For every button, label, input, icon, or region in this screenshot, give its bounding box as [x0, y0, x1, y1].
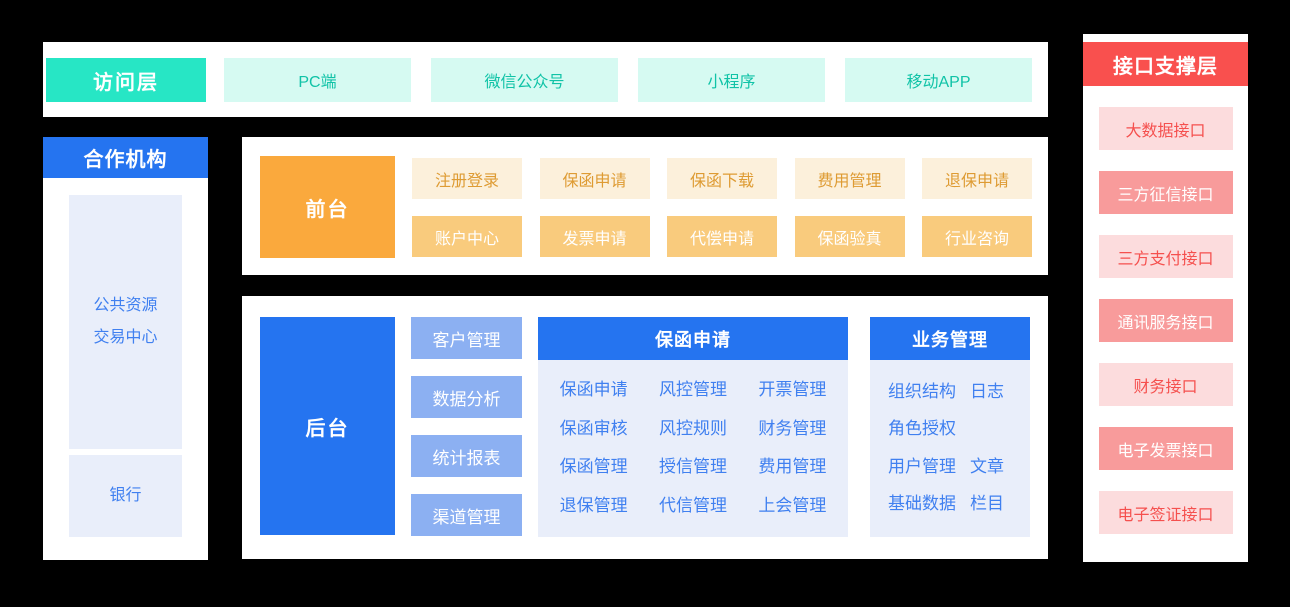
- business-management-panel: 业务管理 组织结构 日志 角色授权 用户管理 文章 基础数据: [870, 317, 1030, 537]
- business-management-panel-body: 组织结构 日志 角色授权 用户管理 文章 基础数据 栏目: [870, 360, 1030, 537]
- backend-side-column: 客户管理 数据分析 统计报表 渠道管理: [411, 317, 522, 536]
- guarantee-panel-item: 保函管理: [559, 457, 628, 477]
- interface-layer-title: 接口支撑层: [1083, 42, 1248, 86]
- access-layer-title: 访问层: [46, 58, 206, 102]
- business-panel-item: 用户管理: [888, 456, 956, 476]
- guarantee-panel-item: 保函审核: [559, 418, 628, 438]
- business-management-panel-title: 业务管理: [870, 317, 1030, 360]
- frontend-item: 发票申请: [539, 216, 650, 257]
- guarantee-panel-item: 上会管理: [758, 496, 827, 516]
- guarantee-panel-item: 退保管理: [559, 496, 628, 516]
- partner-line: 交易中心: [93, 329, 158, 346]
- backend-title: 后台: [260, 317, 395, 535]
- frontend-title: 前台: [260, 156, 395, 258]
- business-row: 角色授权: [888, 414, 1030, 439]
- partner-line: 银行: [109, 487, 142, 504]
- frontend-item: 保函下载: [667, 158, 777, 199]
- frontend-item: 注册登录: [412, 158, 522, 199]
- partner-line: 公共资源: [93, 297, 158, 314]
- business-row: 基础数据 栏目: [888, 489, 1030, 514]
- frontend-item: 费用管理: [794, 158, 905, 199]
- guarantee-panel-item: 费用管理: [758, 457, 827, 477]
- interface-item: 大数据接口: [1098, 107, 1233, 150]
- interface-item: 电子发票接口: [1098, 427, 1233, 470]
- guarantee-panel-item: 风控管理: [658, 379, 727, 399]
- guarantee-panel-item: 授信管理: [658, 457, 727, 477]
- guarantee-panel-item: 保函申请: [559, 379, 628, 399]
- access-layer-bar: 访问层 PC端 微信公众号 小程序 移动APP: [43, 42, 1048, 117]
- partner-public-resource-center: 公共资源 交易中心: [69, 195, 182, 449]
- channel-pc: PC端: [224, 58, 411, 102]
- frontend-item: 退保申请: [922, 158, 1032, 199]
- guarantee-items-grid: 保函申请 风控管理 开票管理 保函审核 风控规则 财务管理 保函管理 授信管理 …: [538, 360, 848, 537]
- guarantee-apply-panel: 保函申请 保函申请 风控管理 开票管理 保函审核 风控规则 财务管理 保函管理 …: [538, 317, 848, 537]
- guarantee-panel-item: 代信管理: [658, 496, 727, 516]
- business-panel-item: 日志: [970, 381, 1004, 401]
- guarantee-panel-item: 风控规则: [658, 418, 727, 438]
- frontend-item: 保函验真: [794, 216, 905, 257]
- frontend-panel: 前台 注册登录 保函申请 保函下载 费用管理 退保申请 账户中心 发票申请 代偿…: [242, 137, 1048, 275]
- backend-side-item: 数据分析: [411, 376, 522, 418]
- partners-panel: 合作机构 公共资源 交易中心 银行: [43, 137, 208, 560]
- channel-mini-program: 小程序: [638, 58, 825, 102]
- business-panel-item: 角色授权: [888, 419, 956, 439]
- interface-item: 通讯服务接口: [1098, 299, 1233, 342]
- business-panel-item: 基础数据: [888, 494, 956, 514]
- access-layer-channels: PC端 微信公众号 小程序 移动APP: [224, 58, 1032, 102]
- business-items: 组织结构 日志 角色授权 用户管理 文章 基础数据 栏目: [870, 360, 1030, 537]
- channel-mobile-app: 移动APP: [845, 58, 1032, 102]
- frontend-items-grid: 注册登录 保函申请 保函下载 费用管理 退保申请 账户中心 发票申请 代偿申请 …: [412, 158, 1032, 257]
- interface-item: 财务接口: [1098, 363, 1233, 406]
- backend-side-item: 渠道管理: [411, 494, 522, 536]
- backend-panel: 后台 客户管理 数据分析 统计报表 渠道管理 保函申请 保函申请 风控管理 开票…: [242, 296, 1048, 559]
- business-panel-item: 组织结构: [888, 381, 956, 401]
- business-panel-item: 文章: [970, 456, 1004, 476]
- guarantee-panel-item: 开票管理: [758, 379, 827, 399]
- business-row: 组织结构 日志: [888, 377, 1030, 402]
- backend-side-item: 统计报表: [411, 435, 522, 477]
- frontend-item: 行业咨询: [922, 216, 1032, 257]
- frontend-item: 代偿申请: [667, 216, 777, 257]
- interface-item: 三方支付接口: [1098, 235, 1233, 278]
- partners-title: 合作机构: [43, 137, 208, 178]
- frontend-item: 保函申请: [539, 158, 650, 199]
- guarantee-apply-panel-body: 保函申请 风控管理 开票管理 保函审核 风控规则 财务管理 保函管理 授信管理 …: [538, 360, 848, 537]
- guarantee-apply-panel-title: 保函申请: [538, 317, 848, 360]
- partner-bank: 银行: [69, 455, 182, 537]
- interface-item: 三方征信接口: [1098, 171, 1233, 214]
- business-row: 用户管理 文章: [888, 452, 1030, 477]
- frontend-item: 账户中心: [412, 216, 522, 257]
- guarantee-panel-item: 财务管理: [758, 418, 827, 438]
- channel-wechat-official: 微信公众号: [431, 58, 618, 102]
- interface-layer-panel: 接口支撑层 大数据接口 三方征信接口 三方支付接口 通讯服务接口 财务接口 电子…: [1083, 34, 1248, 562]
- business-panel-item: 栏目: [970, 494, 1004, 514]
- backend-side-item: 客户管理: [411, 317, 522, 359]
- interface-item: 电子签证接口: [1098, 491, 1233, 534]
